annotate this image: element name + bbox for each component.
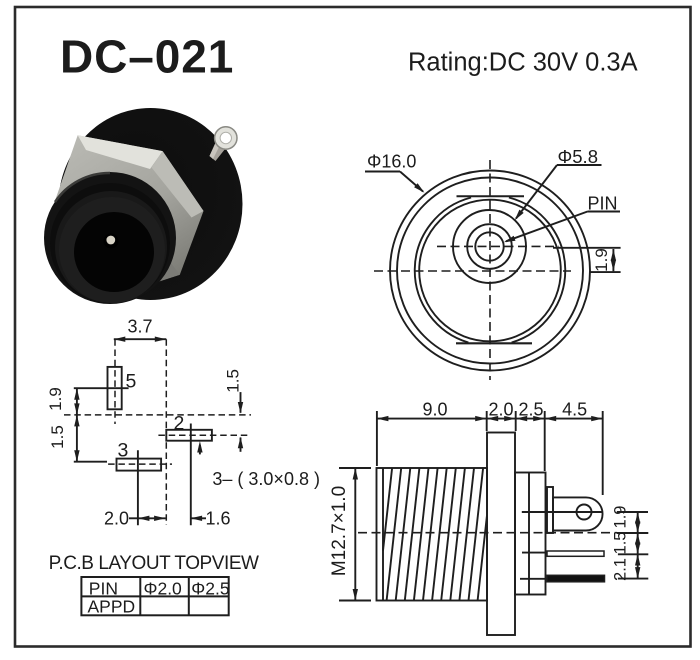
svg-text:2: 2: [174, 413, 185, 435]
svg-text:1.9: 1.9: [612, 506, 630, 529]
svg-text:4.5: 4.5: [562, 399, 587, 419]
svg-text:1.9: 1.9: [46, 387, 65, 411]
svg-text:1.5: 1.5: [48, 425, 67, 449]
svg-text:2.1: 2.1: [612, 558, 630, 581]
svg-text:2.0: 2.0: [488, 399, 513, 419]
svg-text:APPD: APPD: [88, 597, 136, 617]
svg-text:2.0: 2.0: [104, 508, 129, 528]
svg-text:P.C.B LAYOUT TOPVIEW: P.C.B LAYOUT TOPVIEW: [49, 553, 259, 574]
svg-text:5: 5: [126, 370, 137, 392]
svg-text:3.7: 3.7: [127, 317, 152, 337]
svg-text:Φ2.5: Φ2.5: [191, 578, 229, 598]
svg-text:3– ( 3.0×0.8 ): 3– ( 3.0×0.8 ): [212, 469, 320, 489]
svg-text:Rating:DC 30V 0.3A: Rating:DC 30V 0.3A: [408, 49, 638, 77]
svg-text:M12.7×1.0: M12.7×1.0: [329, 486, 350, 576]
svg-text:PIN: PIN: [89, 578, 118, 598]
svg-text:1.9: 1.9: [592, 248, 611, 272]
svg-text:1.5: 1.5: [223, 369, 242, 393]
svg-text:9.0: 9.0: [422, 399, 447, 419]
svg-text:3: 3: [118, 440, 129, 462]
svg-text:Φ5.8: Φ5.8: [558, 146, 598, 167]
svg-text:1.5: 1.5: [612, 532, 630, 555]
svg-text:2.5: 2.5: [518, 399, 543, 419]
svg-text:Φ16.0: Φ16.0: [367, 152, 416, 172]
svg-text:1.6: 1.6: [206, 508, 231, 528]
svg-text:PIN: PIN: [588, 194, 618, 214]
svg-text:Φ2.0: Φ2.0: [144, 578, 183, 598]
svg-text:DC–021: DC–021: [60, 31, 234, 83]
